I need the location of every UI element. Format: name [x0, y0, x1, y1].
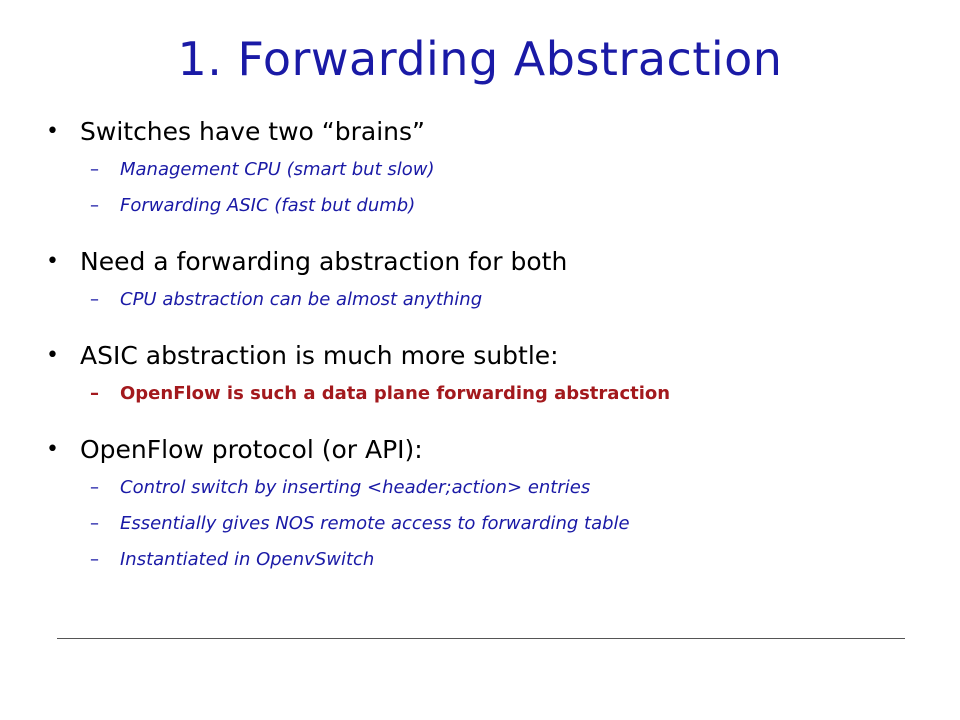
dash-icon: –	[90, 513, 99, 534]
dash-icon: –	[90, 549, 99, 570]
slide-title: 1. Forwarding Abstraction	[177, 32, 783, 86]
bullet-dot-icon: •	[46, 249, 59, 274]
sub-bullet-item: – Forwarding ASIC (fast but dumb)	[46, 188, 926, 224]
dash-icon: –	[90, 195, 99, 216]
sub-bullet-item: – Instantiated in OpenvSwitch	[46, 542, 926, 578]
bullet-text: Switches have two “brains”	[80, 117, 425, 146]
bullet-item: • Need a forwarding abstraction for both	[46, 242, 926, 282]
bullet-text: ASIC abstraction is much more subtle:	[80, 341, 559, 370]
bullet-dot-icon: •	[46, 437, 59, 462]
bullet-group: • ASIC abstraction is much more subtle: …	[46, 336, 926, 412]
sub-bullet-text: Forwarding ASIC (fast but dumb)	[120, 195, 416, 216]
sub-bullet-text: Essentially gives NOS remote access to f…	[120, 513, 630, 534]
sub-bullet-text: Control switch by inserting <header;acti…	[120, 477, 591, 498]
sub-bullet-item: – Essentially gives NOS remote access to…	[46, 506, 926, 542]
bullet-item: • Switches have two “brains”	[46, 112, 926, 152]
sub-bullet-item-emphasis: – OpenFlow is such a data plane forwardi…	[46, 376, 926, 412]
bullet-text: Need a forwarding abstraction for both	[80, 247, 568, 276]
bullet-list: • Switches have two “brains” – Managemen…	[46, 112, 926, 596]
sub-bullet-text: Management CPU (smart but slow)	[120, 159, 435, 180]
bullet-dot-icon: •	[46, 343, 59, 368]
sub-bullet-text: Instantiated in OpenvSwitch	[120, 549, 375, 570]
dash-icon: –	[90, 383, 99, 404]
footer-divider	[57, 638, 905, 639]
bullet-group: • Switches have two “brains” – Managemen…	[46, 112, 926, 224]
sub-bullet-item: – CPU abstraction can be almost anything	[46, 282, 926, 318]
dash-icon: –	[90, 477, 99, 498]
bullet-item: • ASIC abstraction is much more subtle:	[46, 336, 926, 376]
bullet-group: • Need a forwarding abstraction for both…	[46, 242, 926, 318]
sub-bullet-text: CPU abstraction can be almost anything	[120, 289, 483, 310]
bullet-item: • OpenFlow protocol (or API):	[46, 430, 926, 470]
dash-icon: –	[90, 289, 99, 310]
sub-bullet-item: – Control switch by inserting <header;ac…	[46, 470, 926, 506]
dash-icon: –	[90, 159, 99, 180]
bullet-group: • OpenFlow protocol (or API): – Control …	[46, 430, 926, 578]
sub-bullet-item: – Management CPU (smart but slow)	[46, 152, 926, 188]
bullet-dot-icon: •	[46, 119, 59, 144]
bullet-text: OpenFlow protocol (or API):	[80, 435, 423, 464]
sub-bullet-text: OpenFlow is such a data plane forwarding…	[120, 383, 671, 404]
